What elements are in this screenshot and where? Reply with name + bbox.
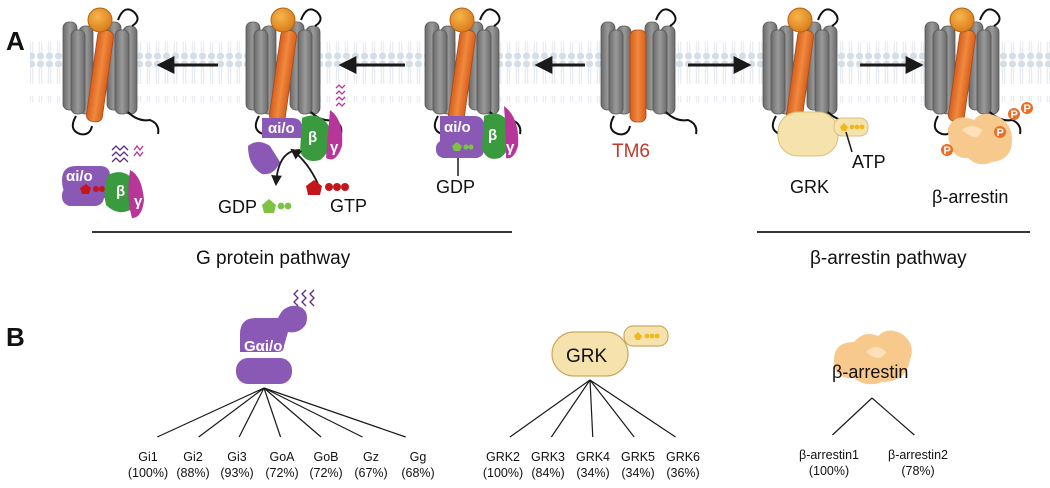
subtype-connector (263, 387, 406, 438)
subtype-name: GRK3 (531, 450, 565, 464)
subtype-name: Gz (363, 450, 379, 464)
panel-label-b: B (6, 322, 25, 352)
atp-molecule (840, 123, 865, 131)
subtype-name: β-arrestin1 (799, 448, 859, 462)
alpha-label-free: αi/o (66, 168, 93, 185)
tm6-helix (629, 29, 647, 123)
gamma-label-free: γ (134, 193, 143, 210)
svg-text:P: P (944, 145, 951, 157)
subtype-connector (238, 387, 265, 438)
receptor-4 (600, 8, 698, 136)
subtype-name: GoB (313, 450, 338, 464)
g-protein-exchange: αi/o β γ GDP GTP (218, 84, 367, 217)
ligand-icon (949, 7, 975, 33)
subtype-connector (263, 387, 282, 438)
subtype-connector (263, 387, 363, 438)
subtype-connector (198, 387, 265, 438)
subtype-name: GoA (269, 450, 295, 464)
gdp-released (262, 199, 292, 213)
ligand-icon (87, 7, 113, 33)
subtype-name: GRK5 (621, 450, 655, 464)
subtype-name: β-arrestin2 (888, 448, 948, 462)
subtype-connector (157, 387, 265, 438)
grk-label-b: GRK (566, 346, 608, 367)
subtype-connector (589, 379, 635, 438)
arrestin-label-b: β-arrestin (832, 362, 908, 382)
gdp-label: GDP (218, 197, 257, 217)
arrestin-label-a: β-arrestin (932, 187, 1008, 207)
alpha-label-bound: αi/o (444, 119, 471, 136)
subtype-connector (832, 397, 873, 436)
subtype-name: Gg (410, 450, 427, 464)
panel-label-a: A (6, 26, 25, 56)
grk-subtype-fan: GRK2 (100%) GRK3 (84%) GRK4 (34%) GRK5 (34%) GRK… (483, 379, 700, 480)
subtype-identity: (78%) (901, 464, 934, 478)
arrestin-pathway-label: β-arrestin pathway (810, 248, 967, 269)
grk-label-a: GRK (790, 177, 829, 197)
subtype-name: Gi2 (183, 450, 203, 464)
subtype-name: GRK6 (666, 450, 700, 464)
gdp-in-pocket-free (80, 184, 105, 194)
grk-complex: GRK ATP (777, 111, 886, 197)
subtype-connector (550, 379, 591, 438)
arrestin-icon-b: β-arrestin (832, 330, 912, 385)
phosphate-groups: P P P P (941, 102, 1033, 157)
grk-icon-b: GRK (551, 325, 669, 377)
subtype-connector (589, 379, 676, 438)
subtype-connector (263, 387, 322, 438)
subtype-identity: (100%) (483, 466, 523, 480)
receptor-6 (924, 7, 1022, 136)
g-protein-gdp-bound: αi/o β γ GDP (436, 106, 519, 197)
ligand-icon (787, 7, 813, 33)
cell-membrane (30, 42, 1050, 102)
galpha-subtype-fan: Gi1 (100%) Gi2 (88%) Gi3 (93%) GoA (72%) GoB (72%… (128, 387, 435, 480)
subtype-identity: (93%) (220, 466, 253, 480)
beta-label-free: β (116, 183, 125, 200)
gtp-incoming (306, 180, 349, 195)
galpha-icon-b: Gαi/o (236, 289, 315, 384)
subtype-identity: (88%) (176, 466, 209, 480)
receptor-2 (245, 7, 343, 136)
subtype-identity: (72%) (265, 466, 298, 480)
subtype-connector (509, 379, 591, 438)
subtype-identity: (36%) (666, 466, 699, 480)
alpha-label-exchange: αi/o (268, 120, 295, 137)
gamma-label-bound: γ (506, 139, 515, 156)
svg-text:P: P (1011, 109, 1018, 121)
beta-label-exchange: β (308, 129, 317, 146)
gamma-label-exchange: γ (330, 139, 339, 156)
ligand-icon (270, 7, 296, 33)
subtype-connector (589, 379, 594, 438)
tm6-label: TM6 (612, 141, 650, 162)
subtype-name: GRK4 (576, 450, 610, 464)
subtype-identity: (68%) (401, 466, 434, 480)
g-protein-free: αi/o β γ (62, 144, 144, 218)
galpha-label-b: Gαi/o (244, 338, 282, 355)
svg-text:P: P (1024, 103, 1031, 115)
gprotein-pathway-label: G protein pathway (196, 248, 351, 269)
gdp-in-pocket-bound (452, 142, 474, 151)
arrestin-subtype-fan: β-arrestin1 (100%) β-arrestin2 (78%) (799, 397, 948, 478)
subtype-connector (871, 397, 915, 436)
subtype-identity: (67%) (354, 466, 387, 480)
subtype-identity: (72%) (309, 466, 342, 480)
arrestin-complex: P P P P β-arrestin (932, 102, 1033, 207)
beta-label-bound: β (488, 127, 497, 144)
gdp-bound-label: GDP (436, 177, 475, 197)
subtype-identity: (100%) (128, 466, 168, 480)
atp-label: ATP (852, 152, 886, 172)
subtype-name: Gi3 (227, 450, 247, 464)
subtype-identity: (100%) (809, 464, 849, 478)
svg-text:P: P (997, 127, 1004, 139)
gtp-label: GTP (330, 196, 367, 216)
subtype-name: Gi1 (138, 450, 158, 464)
subtype-identity: (34%) (576, 466, 609, 480)
subtype-identity: (84%) (531, 466, 564, 480)
receptor-1 (62, 7, 160, 136)
subtype-name: GRK2 (486, 450, 520, 464)
subtype-identity: (34%) (621, 466, 654, 480)
ligand-icon (449, 7, 475, 33)
